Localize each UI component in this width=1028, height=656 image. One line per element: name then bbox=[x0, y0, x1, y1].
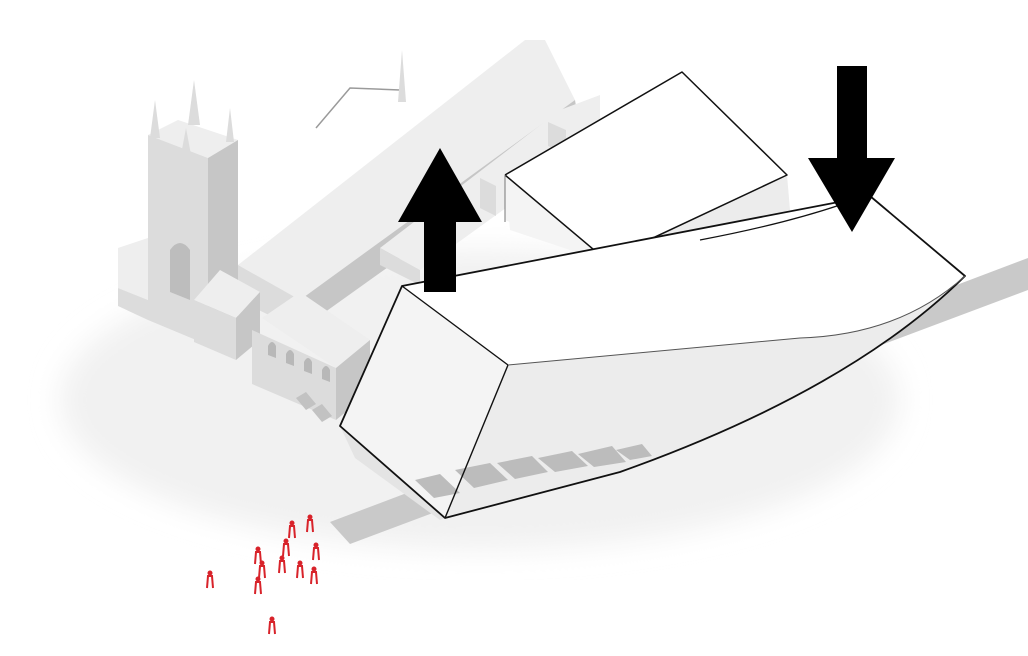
person-figure bbox=[255, 577, 261, 594]
person-figure bbox=[269, 617, 275, 634]
person-figure bbox=[311, 567, 317, 584]
person-figure bbox=[283, 539, 289, 556]
person-figure bbox=[313, 543, 319, 560]
person-figure bbox=[207, 571, 213, 588]
person-figure bbox=[279, 556, 285, 573]
person-figure bbox=[297, 561, 303, 578]
person-figure bbox=[259, 561, 265, 578]
